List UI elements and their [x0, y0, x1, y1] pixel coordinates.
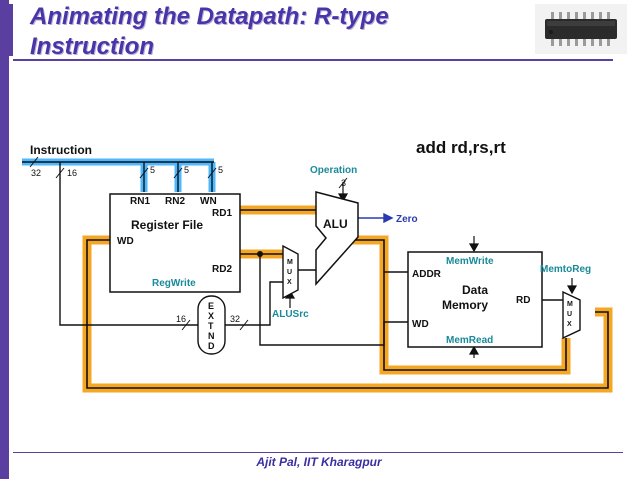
rd1-port: RD1: [212, 208, 232, 219]
extend-letter-n: N: [208, 331, 215, 341]
footer-rule: [13, 452, 623, 453]
wn-port: WN: [200, 196, 217, 207]
rn2-port: RN2: [165, 196, 185, 207]
title-accent-bar: [9, 4, 13, 56]
alusrc-label: ALUSrc: [272, 309, 309, 320]
operation-width: 3: [341, 178, 346, 188]
rn1-width: 5: [150, 165, 155, 175]
mem-wd-port: WD: [412, 319, 429, 330]
alu-block: [315, 191, 359, 286]
alu-mux-letter-u: U: [287, 269, 292, 276]
slide-title-line-1: Animating the Datapath: R-type: [30, 3, 389, 30]
data-memory-title-2: Memory: [442, 298, 488, 312]
wd-port: WD: [117, 236, 134, 247]
data-memory-block: [407, 251, 543, 348]
alu-mux-block: [282, 244, 299, 300]
slide-footer: Ajit Pal, IIT Kharagpur: [256, 455, 382, 469]
mem-mux-letter-x: X: [567, 321, 572, 328]
regwrite-label: RegWrite: [152, 278, 196, 289]
instruction-label: Instruction: [30, 143, 92, 157]
bus-width-slashes: [29, 156, 348, 331]
addr-port: ADDR: [412, 269, 442, 280]
memtoreg-label: MemtoReg: [540, 264, 591, 275]
register-file-title: Register File: [131, 218, 203, 232]
instruction-bus: [22, 161, 214, 326]
zero-label: Zero: [396, 214, 418, 225]
data-memory-title-1: Data: [462, 283, 488, 297]
memwrite-label: MemWrite: [446, 256, 494, 267]
mem-mux-block: [562, 290, 581, 340]
assembly-instruction: add rd,rs,rt: [416, 138, 506, 157]
title-underline: [13, 59, 613, 61]
datapath-wires: [225, 254, 563, 346]
operation-label: Operation: [310, 165, 357, 176]
mem-mux-letter-u: U: [567, 311, 572, 318]
memread-label: MemRead: [446, 335, 493, 346]
bus-width-32: 32: [31, 168, 41, 178]
rd2-port: RD2: [212, 264, 232, 275]
register-file-block: [109, 193, 241, 293]
extend-letter-e: E: [208, 301, 214, 311]
sign-extend-block: [197, 295, 226, 355]
highlighted-bus-cores: [86, 209, 609, 389]
rn2-width: 5: [184, 165, 189, 175]
zero-output-arrow: [358, 212, 394, 224]
extend-in-width: 16: [176, 314, 186, 324]
bus-width-16: 16: [67, 168, 77, 178]
mem-mux-letter-m: M: [567, 301, 573, 308]
alu-mux-letter-m: M: [287, 259, 293, 266]
extend-letter-t: T: [208, 321, 214, 331]
junction-dot: [257, 251, 263, 257]
slide-side-bar: [0, 0, 9, 479]
rd-port: RD: [516, 295, 530, 306]
alu-mux-letter-x: X: [287, 279, 292, 286]
rn1-port: RN1: [130, 196, 150, 207]
wn-width: 5: [218, 165, 223, 175]
slide-title: Animating the Datapath: R-type Instructi…: [30, 2, 389, 62]
extend-letter-d: D: [208, 341, 215, 351]
extend-letter-x: X: [208, 311, 214, 321]
slide-title-line-2: Instruction: [30, 33, 154, 60]
integrated-circuit-chip-icon: [535, 4, 627, 54]
extend-out-width: 32: [230, 314, 240, 324]
alu-label: ALU: [323, 217, 348, 231]
